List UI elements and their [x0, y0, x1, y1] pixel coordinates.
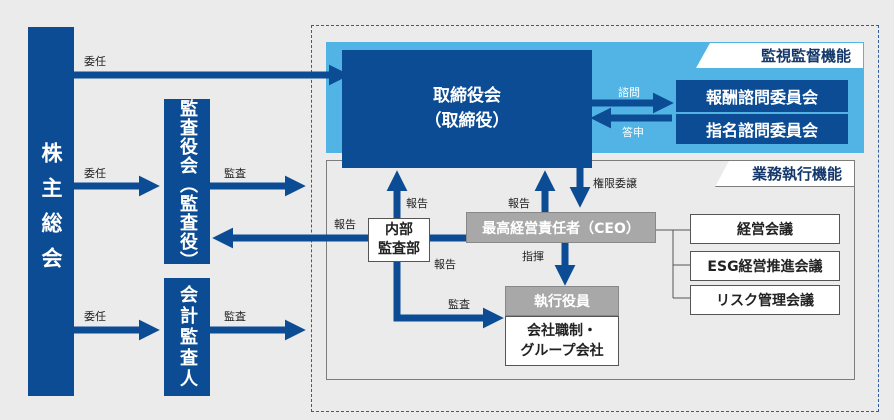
label-delegate-2: 委任 [84, 167, 106, 180]
accounting-auditor-box: 会計監査人 [164, 278, 210, 396]
board-of-directors-box: 取締役会 （取締役） [342, 50, 592, 168]
label-audit-3: 監査 [448, 298, 470, 311]
label-report-ceo-up: 報告 [508, 197, 530, 210]
meeting-connectors [655, 229, 690, 299]
label-delegation: 権限委譲 [593, 177, 637, 190]
subsidiaries-box: 会社職制・ グループ会社 [505, 316, 619, 366]
label-consult: 諮問 [618, 86, 640, 99]
management-meeting-box: 経営会議 [690, 214, 840, 244]
governance-region [311, 25, 879, 412]
arrow-ia-audit [393, 260, 504, 329]
label-delegate-3: 委任 [84, 310, 106, 323]
ceo-box: 最高経営責任者（CEO） [466, 212, 656, 243]
supervision-label: 監視監督機能 [696, 43, 863, 68]
subsidiaries-line2: グループ会社 [520, 343, 604, 359]
label-command: 指揮 [522, 250, 544, 263]
board-subtitle: （取締役） [424, 111, 510, 131]
internal-audit-line1: 内部 [385, 222, 413, 238]
risk-meeting-box: リスク管理会議 [690, 285, 840, 315]
label-audit-1: 監査 [224, 167, 246, 180]
executive-officers-box: 執行役員 [505, 286, 619, 316]
nomination-committee-box: 指名諮問委員会 [676, 112, 848, 144]
board-title: 取締役会 [433, 86, 501, 106]
label-audit-2: 監査 [224, 310, 246, 323]
compensation-committee-box: 報酬諮問委員会 [676, 80, 848, 112]
label-report-ia-up: 報告 [406, 197, 428, 210]
label-report-ia-left: 報告 [334, 218, 356, 231]
label-answer: 答申 [622, 126, 644, 139]
label-delegate-1: 委任 [84, 55, 106, 68]
label-report-ia-right: 報告 [434, 258, 456, 271]
audit-board-box: 監査役会（監査役） [164, 99, 210, 270]
subsidiaries-line1: 会社職制・ [527, 323, 597, 339]
shareholders-meeting-box: 株主総会 [28, 27, 74, 396]
internal-audit-box: 内部 監査部 [368, 218, 430, 262]
execution-label: 業務執行機能 [715, 161, 854, 187]
esg-meeting-box: ESG経営推進会議 [690, 251, 840, 281]
internal-audit-line2: 監査部 [378, 241, 420, 257]
